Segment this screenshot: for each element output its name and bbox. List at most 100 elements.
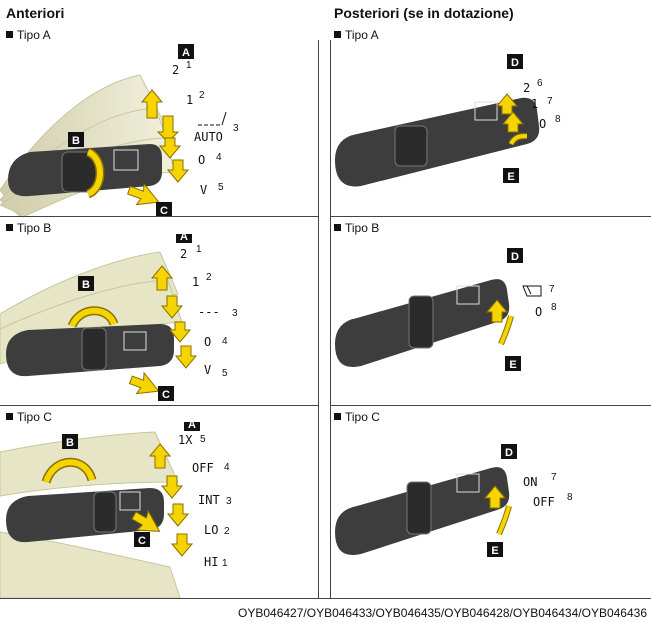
rear-type-b-title: Tipo B — [334, 221, 379, 235]
rear-type-a-label: Tipo A — [345, 28, 379, 42]
wiper-icon — [522, 285, 542, 297]
position-label: 1 — [192, 275, 199, 289]
position-number: 2 — [199, 90, 205, 101]
position-label: O — [539, 117, 546, 131]
callout-d: D — [501, 444, 517, 459]
callout-b: B — [78, 276, 94, 291]
front-type-c-label: Tipo C — [17, 410, 52, 424]
rear-type-c-diagram: D E ON 7 OFF 8 — [331, 422, 651, 598]
divider — [330, 40, 331, 598]
position-number: 1 — [186, 60, 192, 71]
wiper-stalk — [8, 144, 162, 197]
rear-type-a-title: Tipo A — [334, 28, 379, 42]
svg-text:C: C — [160, 205, 168, 216]
position-number: 2 — [206, 272, 212, 283]
position-label: 2 — [172, 63, 179, 77]
rotation-arrow — [85, 147, 105, 199]
position-number: 3 — [232, 308, 238, 319]
rotation-arrow — [67, 306, 119, 329]
position-number: 4 — [224, 462, 230, 473]
position-label: 2 — [523, 81, 530, 95]
callout-a: A — [184, 422, 200, 431]
rear-column-title: Posteriori (se in dotazione) — [334, 5, 514, 21]
callout-c: C — [134, 532, 150, 547]
svg-text:B: B — [72, 135, 80, 147]
position-arrows — [495, 93, 528, 146]
callout-a: A — [178, 44, 194, 59]
wiper-stalk — [335, 97, 540, 187]
position-arrows — [127, 89, 190, 206]
rear-type-b-label: Tipo B — [345, 221, 380, 235]
position-label: V — [204, 363, 211, 377]
position-arrows — [485, 299, 514, 346]
callout-b: B — [68, 132, 84, 147]
callout-a: A — [176, 234, 192, 243]
front-type-a-diagram: A B C 2 1 1 2 AUTO 3 O 4 V 5 — [0, 40, 318, 216]
front-type-b-diagram: A B C 2 1 1 2 --- 3 O 4 V 5 — [0, 234, 318, 404]
position-label: OFF — [533, 495, 555, 509]
position-number: 8 — [555, 114, 561, 125]
position-number: 7 — [547, 96, 553, 107]
svg-text:E: E — [507, 171, 514, 183]
rear-type-a-diagram: D E 2 6 1 7 O 8 — [331, 40, 651, 216]
position-label: 1 — [186, 93, 193, 107]
rear-type-b-diagram: D E 7 O 8 — [331, 234, 651, 404]
position-label: V — [200, 183, 207, 197]
svg-text:D: D — [511, 57, 519, 69]
position-label: O — [535, 305, 542, 319]
callout-d: D — [507, 54, 523, 69]
svg-text:E: E — [509, 359, 516, 371]
position-number: 7 — [551, 472, 557, 483]
svg-text:C: C — [162, 389, 170, 401]
rotation-arrow — [41, 457, 97, 484]
position-label: --- — [198, 305, 220, 319]
position-label: 1 — [531, 97, 538, 111]
callout-b: B — [62, 434, 78, 449]
position-label: HI — [204, 555, 218, 569]
position-label: ON — [523, 475, 537, 489]
callout-e: E — [505, 356, 521, 371]
figure-codes: OYB046427/OYB046433/OYB046435/OYB046428/… — [238, 606, 647, 620]
position-label: OFF — [192, 461, 214, 475]
position-number: 2 — [224, 526, 230, 537]
svg-text:C: C — [138, 535, 146, 547]
position-label: O — [198, 153, 205, 167]
position-number: 5 — [218, 182, 224, 193]
position-number: 1 — [196, 244, 202, 255]
position-arrows — [483, 485, 512, 536]
position-arrows — [128, 265, 198, 395]
front-type-a-title: Tipo A — [6, 28, 51, 42]
wiper-stalk — [6, 488, 164, 543]
position-number: 8 — [551, 302, 557, 313]
position-number: 3 — [233, 123, 239, 134]
wiper-stalk — [335, 279, 510, 368]
svg-text:D: D — [505, 447, 513, 459]
wiper-stalk — [6, 324, 174, 377]
position-number: 6 — [537, 78, 543, 89]
position-label: LO — [204, 523, 218, 537]
divider — [0, 598, 651, 599]
front-column-title: Anteriori — [6, 5, 65, 21]
rear-type-c-label: Tipo C — [345, 410, 380, 424]
position-label: 1X — [178, 433, 193, 447]
position-number: 5 — [222, 368, 228, 379]
svg-text:B: B — [82, 279, 90, 291]
position-label: AUTO — [194, 130, 223, 144]
divider — [318, 40, 319, 598]
svg-text:A: A — [182, 47, 190, 59]
divider — [0, 216, 318, 217]
wiper-stalk — [335, 467, 510, 556]
position-arrows — [131, 443, 194, 557]
position-number: 5 — [200, 434, 206, 445]
svg-text:A: A — [180, 234, 188, 243]
position-number: 7 — [549, 284, 555, 295]
svg-text:D: D — [511, 251, 519, 263]
divider — [330, 405, 651, 406]
position-number: 3 — [226, 496, 232, 507]
callout-e: E — [487, 542, 503, 557]
callout-c: C — [156, 202, 172, 216]
front-type-c-diagram: A B C 1X 5 OFF 4 INT 3 LO 2 HI 1 — [0, 422, 318, 598]
divider — [0, 405, 318, 406]
svg-text:B: B — [66, 437, 74, 449]
position-label: 2 — [180, 247, 187, 261]
